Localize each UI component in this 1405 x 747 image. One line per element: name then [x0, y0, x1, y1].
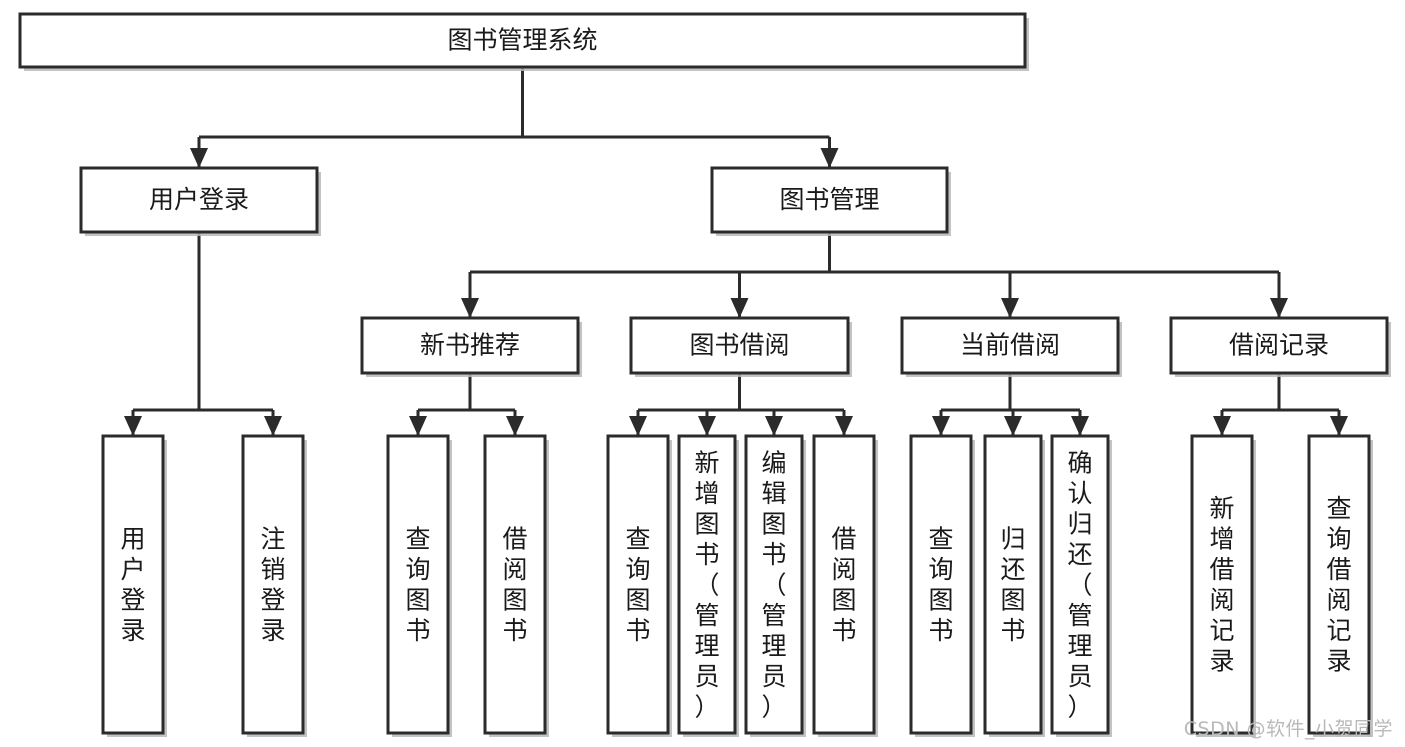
node-label: 用户登录 — [149, 185, 249, 214]
node-root-book-management-system[interactable]: 图书管理系统 — [18, 12, 1029, 71]
node-label: 图书管理系统 — [447, 26, 597, 55]
node-leaf-confirm-return[interactable]: 确认归还（管理员） — [1050, 434, 1112, 737]
node-label: 归还图书 — [1000, 525, 1025, 646]
edge-group-book-manage — [468, 232, 1281, 318]
arrow-head-icon — [1071, 416, 1089, 436]
arrow-head-icon — [461, 298, 479, 318]
node-rect[interactable] — [900, 316, 1120, 375]
arrow-head-icon — [409, 416, 427, 436]
node-leaf-borrow-book-1[interactable]: 借阅图书 — [483, 434, 549, 737]
node-label: 新增图书（管理员） — [694, 448, 719, 721]
node-leaf-user-login[interactable]: 用户登录 — [101, 434, 167, 737]
node-leaf-query-book-2[interactable]: 查询图书 — [606, 434, 672, 737]
node-current-borrow[interactable]: 当前借阅 — [900, 316, 1122, 377]
node-label: 新书推荐 — [420, 331, 520, 360]
arrow-head-icon — [820, 148, 839, 168]
node-label: 借阅图书 — [502, 525, 527, 646]
arrow-head-icon — [1001, 298, 1019, 318]
arrow-head-icon — [264, 416, 282, 436]
node-rect[interactable] — [79, 166, 319, 234]
arrow-head-icon — [1213, 416, 1231, 436]
node-rect[interactable] — [241, 434, 305, 735]
node-rect[interactable] — [744, 434, 804, 735]
node-rect[interactable] — [909, 434, 973, 735]
edge-group-new-book-recommend — [416, 373, 517, 436]
node-label: 用户登录 — [120, 525, 145, 646]
connector-layer — [124, 67, 1348, 436]
arrow-head-icon — [698, 416, 716, 436]
node-leaf-add-record[interactable]: 新增借阅记录 — [1190, 434, 1256, 737]
node-label: 借阅图书 — [831, 525, 856, 646]
node-leaf-query-book-3[interactable]: 查询图书 — [909, 434, 975, 737]
node-label: 注销登录 — [260, 525, 285, 646]
arrow-head-icon — [190, 148, 208, 168]
node-label: 查询借阅记录 — [1326, 494, 1351, 676]
node-layer: 图书管理系统用户登录图书管理新书推荐图书借阅当前借阅借阅记录用户登录注销登录查询… — [18, 12, 1391, 737]
node-rect[interactable] — [101, 434, 165, 735]
arrow-head-icon — [1330, 416, 1348, 436]
node-leaf-edit-book[interactable]: 编辑图书（管理员） — [744, 434, 806, 737]
node-label: 新增借阅记录 — [1209, 494, 1234, 676]
arrow-head-icon — [730, 298, 749, 318]
arrow-head-icon — [765, 416, 783, 436]
node-leaf-return-book[interactable]: 归还图书 — [983, 434, 1045, 737]
edge-group-root — [197, 67, 831, 168]
node-rect[interactable] — [1307, 434, 1371, 735]
node-label: 图书借阅 — [689, 331, 789, 360]
node-rect[interactable] — [360, 316, 580, 375]
node-rect[interactable] — [983, 434, 1043, 735]
node-rect[interactable] — [812, 434, 876, 735]
node-book-borrow[interactable]: 图书借阅 — [629, 316, 852, 377]
node-rect[interactable] — [483, 434, 547, 735]
arrow-head-icon — [835, 416, 853, 436]
node-rect[interactable] — [386, 434, 450, 735]
node-rect[interactable] — [629, 316, 850, 375]
node-label: 确认归还（管理员） — [1067, 448, 1092, 721]
arrow-head-icon — [1270, 298, 1288, 318]
node-borrow-record[interactable]: 借阅记录 — [1169, 316, 1391, 377]
arrow-head-icon — [506, 416, 524, 436]
node-leaf-query-record[interactable]: 查询借阅记录 — [1307, 434, 1373, 737]
node-leaf-logout[interactable]: 注销登录 — [241, 434, 307, 737]
node-rect[interactable] — [677, 434, 737, 735]
arrow-head-icon — [932, 416, 950, 436]
node-rect[interactable] — [1050, 434, 1110, 735]
arrow-head-icon — [1004, 416, 1022, 436]
arrow-head-icon — [124, 416, 142, 436]
edge-group-borrow-record — [1220, 373, 1341, 436]
node-label: 查询图书 — [928, 525, 953, 646]
node-label: 图书管理 — [779, 185, 879, 214]
node-rect[interactable] — [18, 12, 1027, 69]
node-rect[interactable] — [710, 166, 949, 234]
node-leaf-query-book-1[interactable]: 查询图书 — [386, 434, 452, 737]
node-leaf-borrow-book-2[interactable]: 借阅图书 — [812, 434, 878, 737]
edge-group-book-borrow — [636, 373, 846, 436]
node-book-manage[interactable]: 图书管理 — [710, 166, 951, 236]
node-user-login[interactable]: 用户登录 — [79, 166, 321, 236]
node-label: 借阅记录 — [1229, 331, 1329, 360]
node-label: 编辑图书（管理员） — [761, 448, 786, 721]
node-rect[interactable] — [606, 434, 670, 735]
watermark-text: CSDN @软件_小贺同学 — [1183, 718, 1393, 740]
edge-group-user-login — [131, 232, 275, 436]
arrow-head-icon — [629, 416, 647, 436]
node-leaf-add-book[interactable]: 新增图书（管理员） — [677, 434, 739, 737]
node-label: 查询图书 — [405, 525, 430, 646]
node-rect[interactable] — [1190, 434, 1254, 735]
node-label: 查询图书 — [625, 525, 650, 646]
node-rect[interactable] — [1169, 316, 1389, 375]
node-new-book-recommend[interactable]: 新书推荐 — [360, 316, 582, 377]
node-label: 当前借阅 — [960, 331, 1060, 360]
